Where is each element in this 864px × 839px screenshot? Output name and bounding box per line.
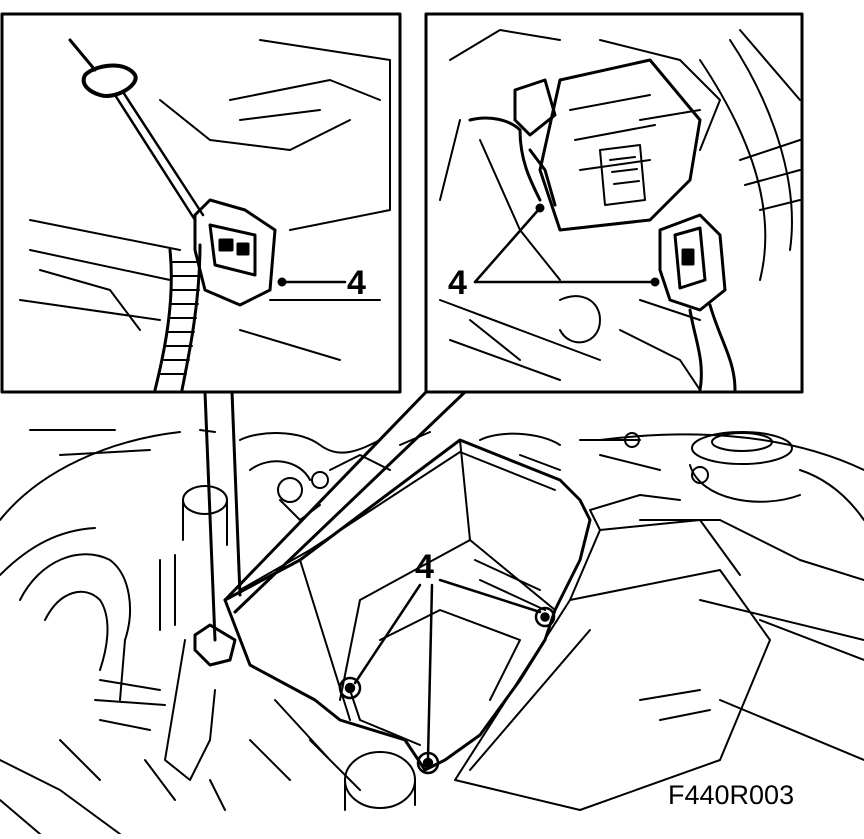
callout-label-inset-left: 4 [347,264,366,302]
inset-left-callout-dot [277,277,287,287]
inset-right-callout-dot-a [535,203,545,213]
ecu-box [454,494,771,811]
tray-bracket [144,623,237,811]
inset-connector-lines [203,390,467,642]
inset-right-callout-dot-b [650,277,660,287]
inset-module [538,58,702,232]
intake-hose [19,553,131,701]
callout-label-inset-right: 4 [448,264,467,302]
corrugated-harness [153,243,202,392]
left-inset: 4 [0,12,402,394]
round-component [344,751,416,809]
screwdriver [68,38,205,222]
inset-connector-a [468,78,557,207]
figure-reference-number: F440R003 [668,780,794,810]
main-callout [353,578,542,760]
right-inset: 4 [424,12,804,394]
strut-tower [689,431,864,521]
inset-connector-b [658,213,737,392]
fluid-reservoir [159,485,228,631]
callout-label-main: 4 [415,548,434,586]
mounting-points [338,606,556,775]
main-engine-view [0,429,864,835]
